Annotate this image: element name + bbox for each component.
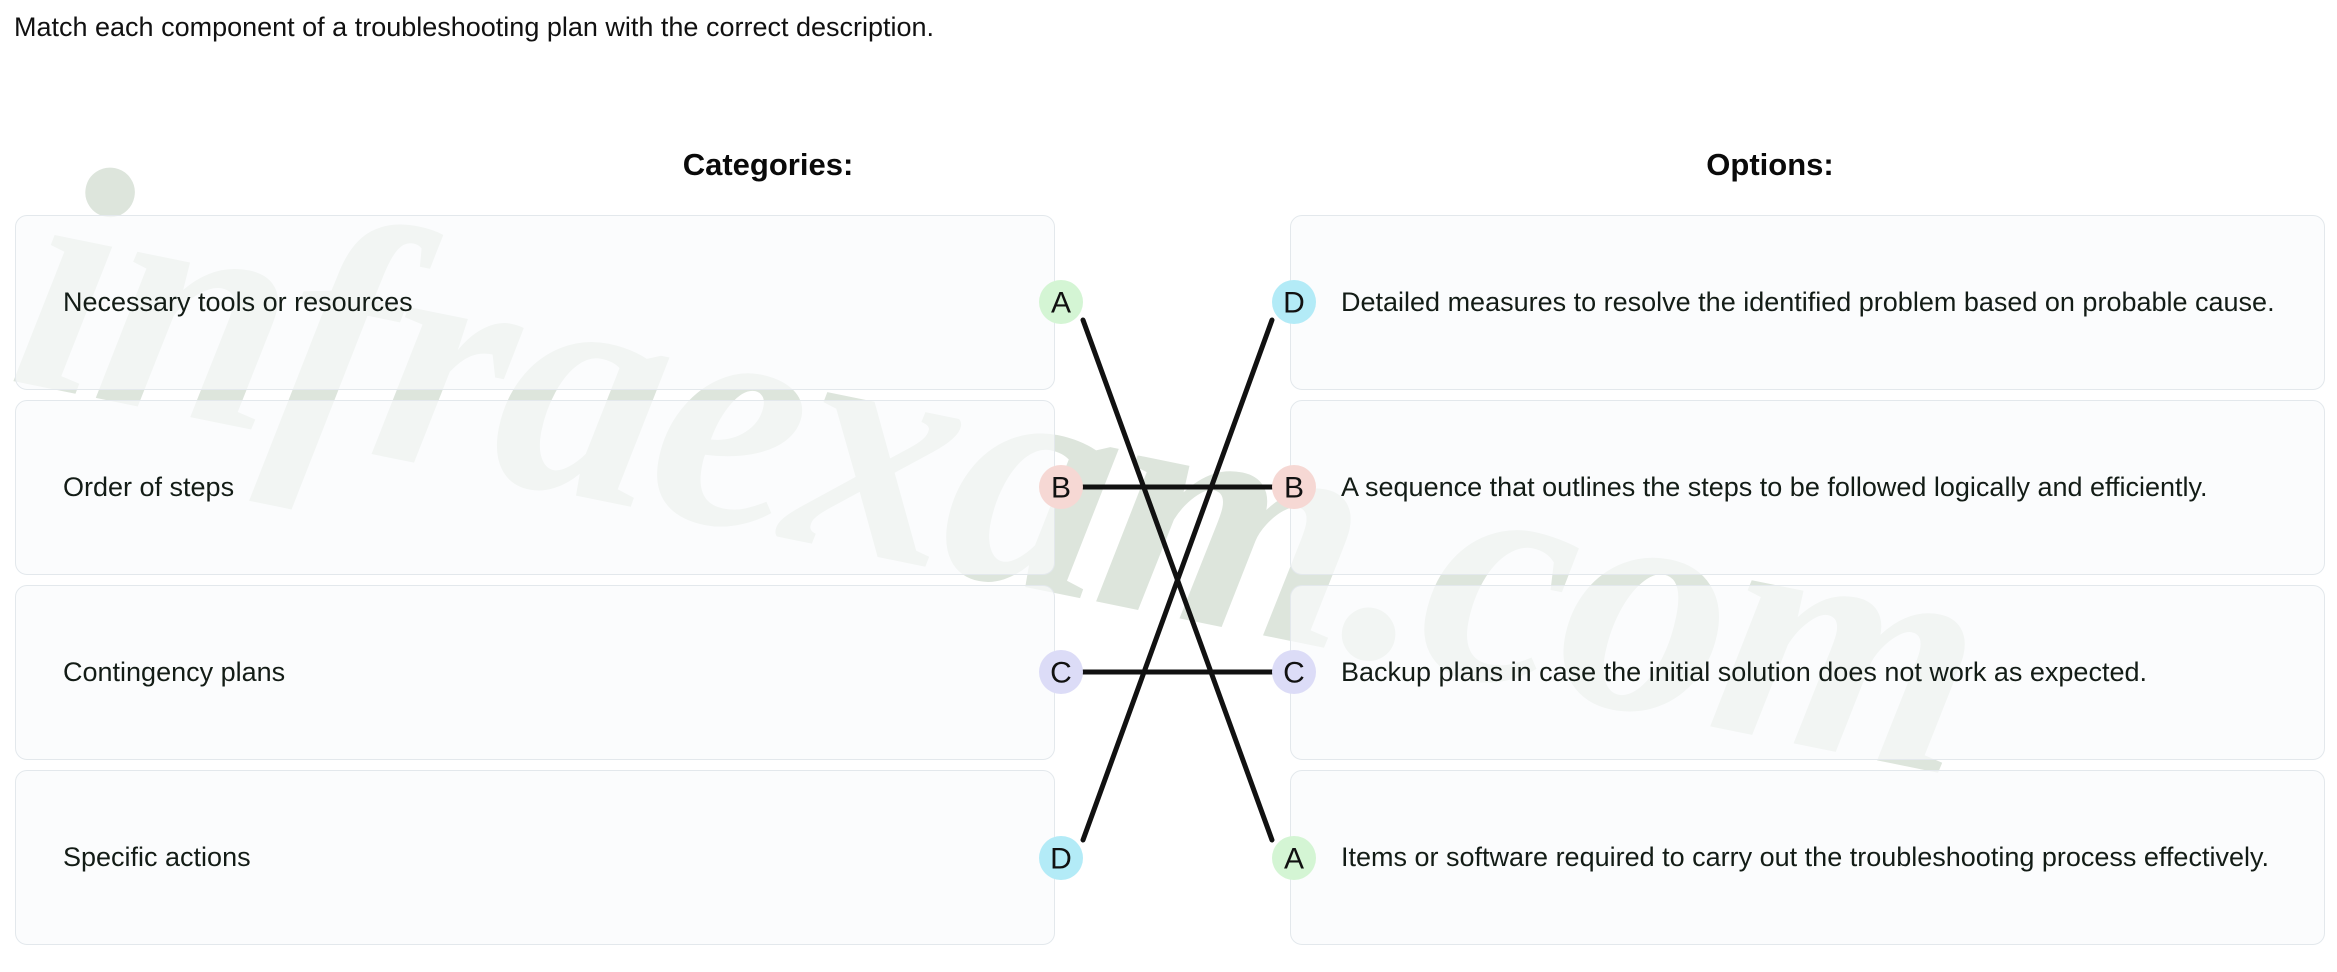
- options-heading: Options:: [1706, 147, 1834, 182]
- category-label: Specific actions: [63, 842, 251, 873]
- option-text: Detailed measures to resolve the identif…: [1341, 287, 2275, 318]
- option-text: Items or software required to carry out …: [1341, 842, 2269, 873]
- connector-edges: [1080, 317, 1275, 843]
- category-card[interactable]: Contingency plans: [15, 585, 1055, 760]
- option-card[interactable]: Detailed measures to resolve the identif…: [1290, 215, 2325, 390]
- option-card[interactable]: A sequence that outlines the steps to be…: [1290, 400, 2325, 575]
- connector-line: [1080, 317, 1275, 843]
- option-card[interactable]: Backup plans in case the initial solutio…: [1290, 585, 2325, 760]
- categories-column: Necessary tools or resources Order of st…: [15, 215, 1055, 955]
- option-text: Backup plans in case the initial solutio…: [1341, 657, 2147, 688]
- category-label: Contingency plans: [63, 657, 286, 688]
- option-card[interactable]: Items or software required to carry out …: [1290, 770, 2325, 945]
- category-label: Order of steps: [63, 472, 235, 503]
- page-title: Match each component of a troubleshootin…: [14, 12, 935, 42]
- options-column: Detailed measures to resolve the identif…: [1290, 215, 2325, 955]
- category-card[interactable]: Specific actions: [15, 770, 1055, 945]
- categories-heading: Categories:: [682, 147, 854, 182]
- category-label: Necessary tools or resources: [63, 287, 413, 318]
- connector-line: [1080, 317, 1275, 843]
- option-text: A sequence that outlines the steps to be…: [1341, 472, 2208, 503]
- category-card[interactable]: Order of steps: [15, 400, 1055, 575]
- category-card[interactable]: Necessary tools or resources: [15, 215, 1055, 390]
